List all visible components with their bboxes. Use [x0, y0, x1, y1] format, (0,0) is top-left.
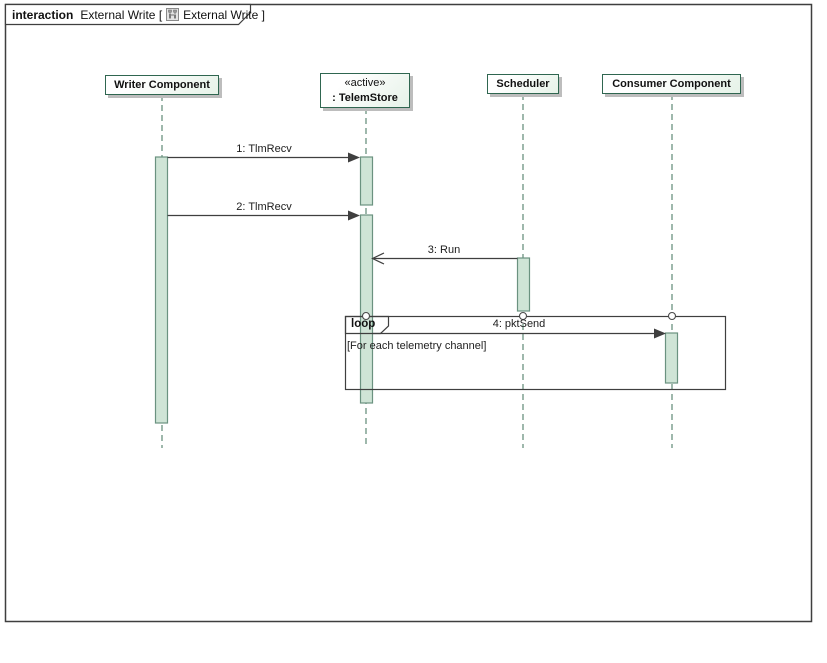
- frame-name-tab[interactable]: [4, 3, 252, 26]
- lifeline-head-telemstore[interactable]: «active» : TelemStore: [320, 73, 410, 108]
- frame-ref-text: External Write ]: [183, 7, 265, 22]
- message-2-label[interactable]: 2: TlmRecv: [236, 201, 292, 213]
- activation-telemstore-2[interactable]: [359, 214, 374, 404]
- activation-telemstore-1[interactable]: [359, 156, 374, 206]
- loop-operator-label[interactable]: loop: [351, 318, 376, 330]
- sequence-diagram-icon: [166, 8, 180, 21]
- lifeline-head-scheduler[interactable]: Scheduler: [487, 74, 559, 94]
- message-4-label[interactable]: 4: pktSend: [492, 318, 546, 330]
- fragment-gates: [361, 311, 677, 321]
- message-4-arrow[interactable]: [372, 328, 667, 339]
- activation-consumer[interactable]: [664, 332, 679, 384]
- activation-writer[interactable]: [154, 156, 169, 424]
- activation-scheduler[interactable]: [516, 257, 531, 312]
- lifeline-writer-name: Writer Component: [114, 78, 210, 91]
- message-1-arrow[interactable]: [167, 152, 361, 163]
- lifeline-consumer-name: Consumer Component: [612, 77, 731, 90]
- loop-fragment[interactable]: [344, 315, 727, 391]
- diagram-frame: [4, 3, 813, 623]
- message-3-label[interactable]: 3: Run: [427, 244, 461, 256]
- loop-operator-pentagon: [344, 315, 390, 335]
- message-2-arrow[interactable]: [167, 210, 361, 221]
- message-3-arrow[interactable]: [371, 252, 518, 265]
- lifeline-scheduler-name: Scheduler: [496, 77, 550, 90]
- lifeline-telemstore-stereotype: «active»: [344, 76, 386, 89]
- message-1-label[interactable]: 1: TlmRecv: [236, 143, 292, 155]
- frame-title-text: External Write [: [80, 7, 163, 22]
- lifeline-head-writer[interactable]: Writer Component: [105, 75, 219, 95]
- gate-circle-scheduler[interactable]: [518, 311, 528, 321]
- loop-guard-label[interactable]: [For each telemetry channel]: [347, 340, 487, 352]
- activations: [154, 156, 679, 424]
- gate-circle-consumer[interactable]: [667, 311, 677, 321]
- lifeline-telemstore-name: : TelemStore: [332, 91, 398, 104]
- gate-circle-telemstore[interactable]: [361, 311, 371, 321]
- frame-kind-label: interaction: [12, 7, 74, 22]
- frame-title: interaction External Write [ External Wr…: [12, 7, 265, 22]
- lifeline-head-consumer[interactable]: Consumer Component: [602, 74, 741, 94]
